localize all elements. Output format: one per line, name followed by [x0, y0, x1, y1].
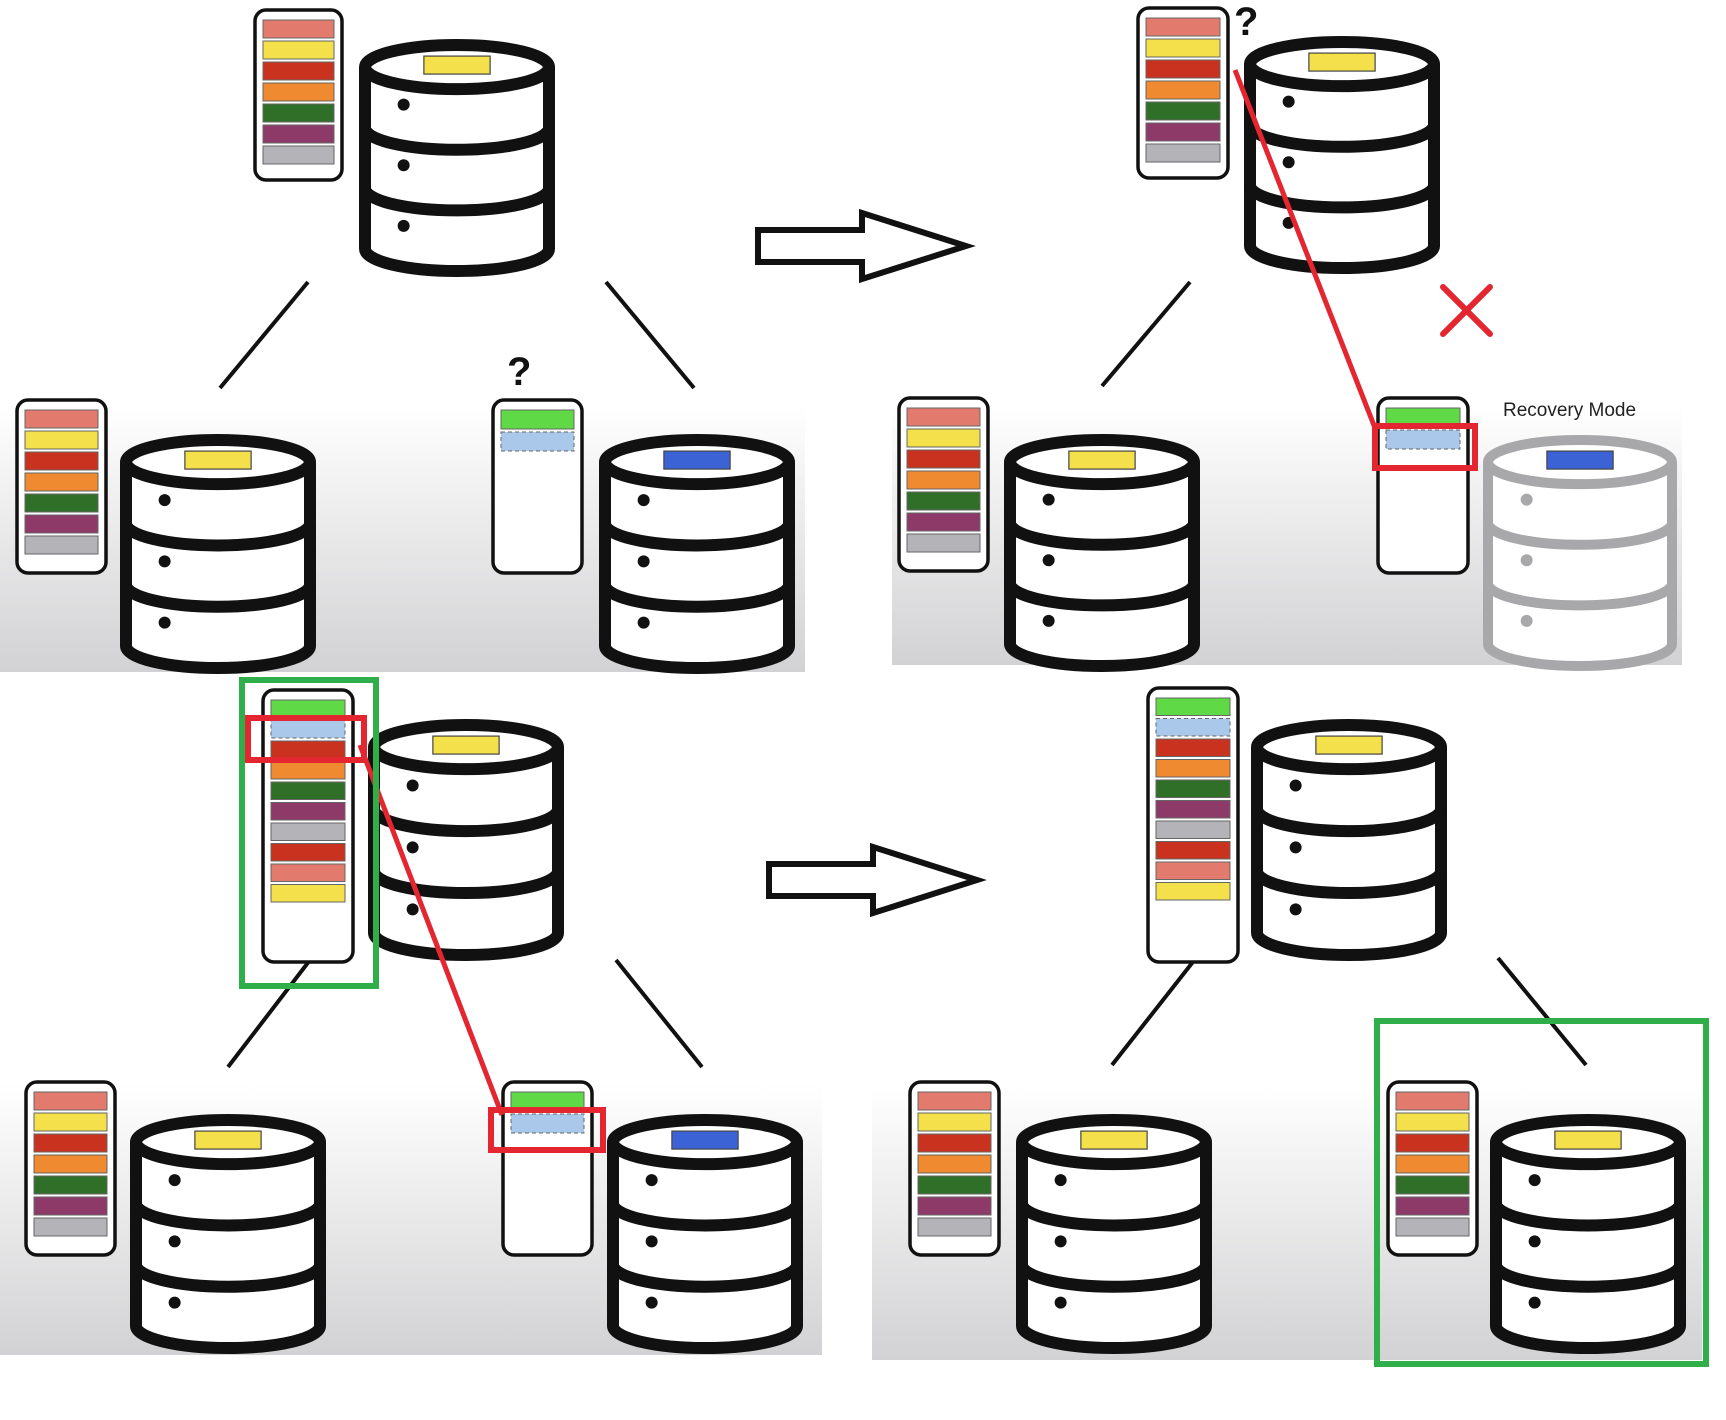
log-stack-icon	[1386, 1080, 1479, 1257]
log-stack-icon	[253, 8, 344, 182]
cross-icon	[1440, 284, 1493, 337]
question-mark-label: ?	[1234, 0, 1258, 44]
highlight-box-red	[488, 1107, 606, 1153]
database-server-icon	[1483, 435, 1677, 671]
database-server-icon	[130, 1114, 326, 1354]
database-server-icon	[368, 719, 564, 961]
database-server-icon	[1244, 36, 1440, 274]
database-server-icon	[359, 39, 555, 277]
question-mark-label: ?	[507, 350, 531, 394]
replication-red-line	[357, 744, 505, 1116]
database-server-icon	[1490, 1114, 1686, 1354]
database-server-icon	[1004, 434, 1200, 672]
highlight-box-green	[1374, 1018, 1709, 1367]
log-stack-icon	[24, 1080, 117, 1257]
log-stack-icon	[1146, 686, 1240, 964]
recovery-mode-label: Recovery Mode	[1503, 400, 1636, 421]
arrow-right-icon	[766, 842, 987, 918]
log-stacks	[15, 6, 1479, 1257]
connector-lines	[218, 280, 1588, 1069]
database-server-icon	[1251, 719, 1447, 961]
log-stack-icon	[1376, 396, 1470, 575]
database-server-icon	[1016, 1114, 1212, 1354]
database-server-icon	[120, 434, 316, 674]
database-server-icon	[599, 434, 795, 674]
log-stack-icon	[1136, 6, 1230, 180]
replication-red-line	[1232, 69, 1378, 429]
log-stack-icon	[261, 688, 355, 964]
log-stack-icon	[908, 1080, 1001, 1257]
log-stack-icon	[15, 398, 108, 575]
arrow-right-icon	[755, 208, 976, 284]
highlight-box-green	[239, 677, 379, 989]
highlight-box-red	[1372, 423, 1478, 471]
log-stack-icon	[491, 398, 584, 575]
database-servers	[120, 36, 1686, 1354]
database-server-icon	[607, 1114, 803, 1354]
log-stack-icon	[897, 396, 990, 573]
highlight-box-red	[245, 715, 367, 763]
log-stack-icon	[501, 1080, 594, 1257]
